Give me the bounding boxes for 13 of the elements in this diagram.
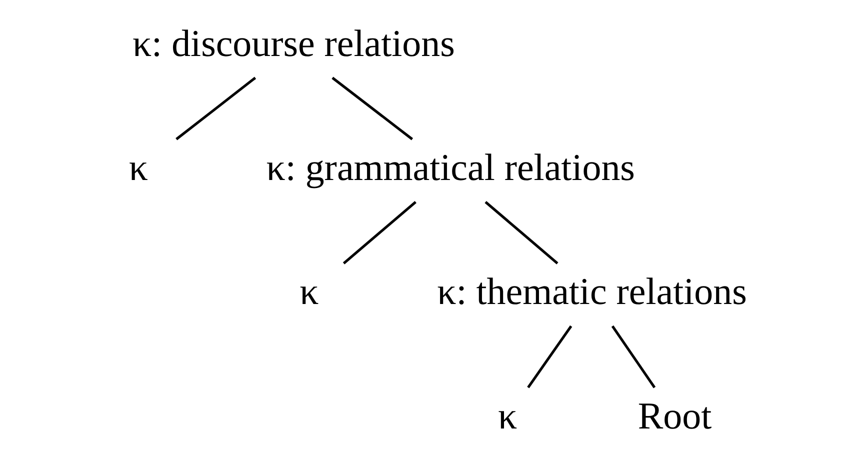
node-text: Root [638, 395, 712, 438]
connector [342, 201, 416, 264]
connector [611, 325, 656, 388]
connector [527, 325, 572, 388]
connector [484, 201, 558, 264]
node-text: κ: grammatical relations [266, 147, 635, 190]
node-text: κ [128, 147, 148, 190]
node-text: κ: thematic relations [437, 271, 747, 314]
connector [332, 76, 414, 140]
node-text: κ [498, 395, 518, 438]
node-text: κ: discourse relations [132, 22, 455, 65]
connector [176, 76, 256, 140]
node-text: κ [300, 271, 319, 314]
